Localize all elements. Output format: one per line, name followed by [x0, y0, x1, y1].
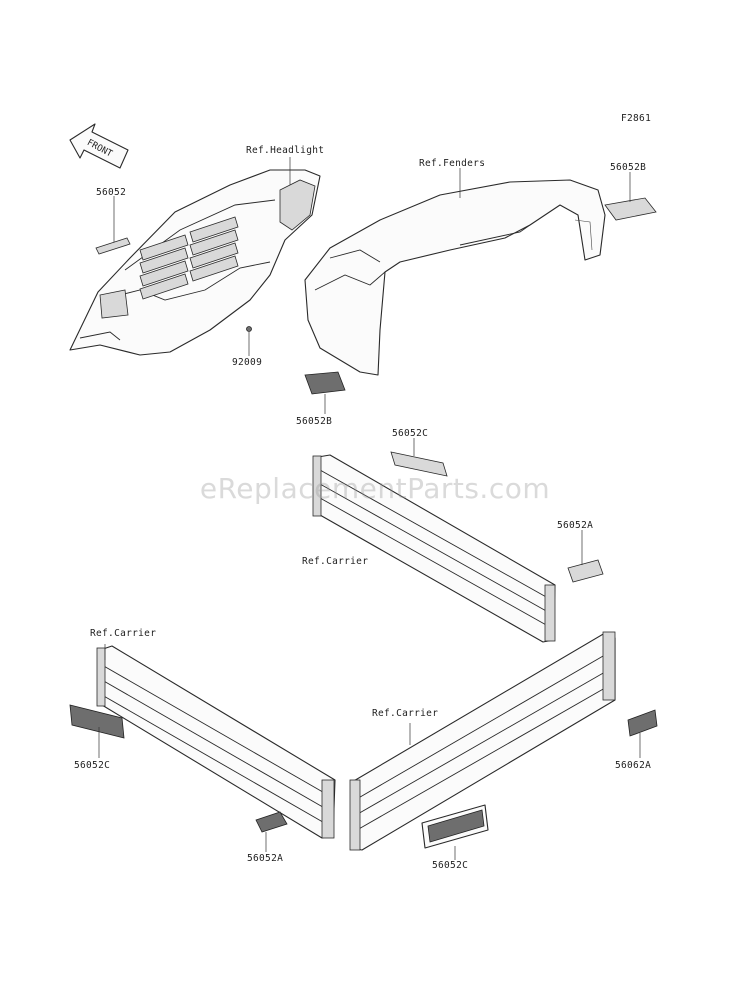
label-56052c-top[interactable]: 56052C: [392, 428, 429, 439]
label-56052c-bottom[interactable]: 56052C: [432, 860, 469, 871]
carrier-left-part[interactable]: [96, 645, 336, 839]
decal-56052c-bottom[interactable]: [421, 804, 489, 849]
label-56052a-mid[interactable]: 56052A: [557, 520, 594, 531]
label-ref-headlight[interactable]: Ref.Headlight: [246, 145, 325, 156]
carrier-right-part[interactable]: [349, 631, 616, 851]
decal-56052a-left[interactable]: [255, 811, 288, 833]
diagram-code: F2861: [621, 113, 652, 124]
decal-56052c-left[interactable]: [69, 704, 125, 739]
label-ref-fenders[interactable]: Ref.Fenders: [419, 158, 486, 169]
fenders-part[interactable]: [304, 179, 606, 376]
decal-56062a[interactable]: [627, 709, 658, 737]
decal-56052[interactable]: [95, 237, 131, 255]
headlight-cowl-part[interactable]: [69, 169, 321, 356]
leader-lines: [98, 157, 641, 860]
label-56052b-bottom[interactable]: 56052B: [296, 416, 333, 427]
label-56052[interactable]: 56052: [96, 187, 127, 198]
label-56052a-left[interactable]: 56052A: [247, 853, 284, 864]
decal-56052b-top[interactable]: [604, 197, 657, 221]
carrier-top-part[interactable]: [312, 454, 556, 643]
label-ref-carrier-top[interactable]: Ref.Carrier: [302, 556, 369, 567]
front-arrow-icon: FRONT: [69, 123, 129, 169]
decal-56052c-top[interactable]: [390, 451, 448, 477]
decal-56052a-mid[interactable]: [567, 559, 604, 583]
label-ref-carrier-right[interactable]: Ref.Carrier: [372, 708, 439, 719]
label-92009[interactable]: 92009: [232, 357, 263, 368]
label-56062a[interactable]: 56062A: [615, 760, 652, 771]
grille: [139, 216, 239, 300]
label-ref-carrier-left[interactable]: Ref.Carrier: [90, 628, 157, 639]
decal-56052b-bottom[interactable]: [304, 371, 346, 395]
watermark: eReplacementParts.com: [199, 472, 551, 505]
label-56052c-left[interactable]: 56052C: [74, 760, 111, 771]
label-56052b-top[interactable]: 56052B: [610, 162, 647, 173]
